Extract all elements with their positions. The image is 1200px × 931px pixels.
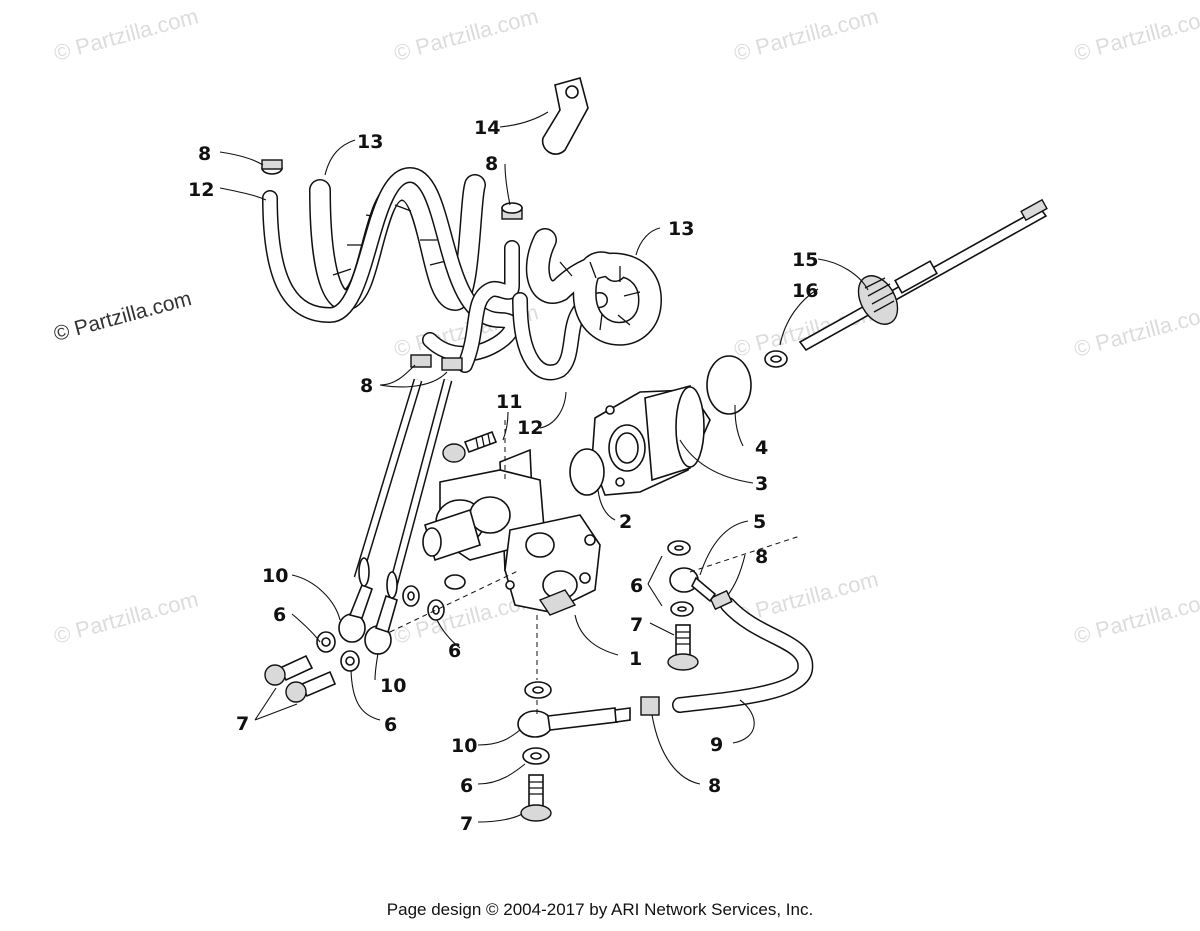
bolt-7[interactable]	[285, 670, 337, 703]
callout-9: 9	[710, 734, 723, 756]
hose-13-right[interactable]	[525, 228, 663, 346]
washer-6[interactable]	[427, 599, 445, 621]
callout-13: 13	[357, 131, 383, 153]
washer-6[interactable]	[402, 585, 420, 607]
callout-11: 11	[496, 391, 522, 413]
callout-13: 13	[668, 218, 694, 240]
housing-3[interactable]	[591, 384, 711, 496]
callout-1: 1	[629, 648, 642, 670]
assembly-line	[389, 420, 801, 715]
leader-lines	[219, 111, 869, 823]
drive-shaft-15[interactable]	[798, 198, 1048, 352]
clamp-8-top-mid[interactable]	[501, 202, 523, 220]
callout-8: 8	[198, 143, 211, 165]
callout-5: 5	[753, 511, 766, 533]
bracket-14[interactable]	[541, 77, 589, 155]
bolt-7[interactable]	[667, 624, 699, 671]
callout-4: 4	[755, 437, 768, 459]
clamp-8-mid-left[interactable]	[410, 354, 463, 371]
clamp-8-bottom[interactable]	[640, 696, 660, 716]
callout-8: 8	[708, 775, 721, 797]
o-ring-4[interactable]	[706, 355, 752, 415]
clamp-8-right[interactable]	[709, 589, 733, 611]
callout-6: 6	[273, 604, 286, 626]
callout-8: 8	[360, 375, 373, 397]
callout-12: 12	[517, 417, 543, 439]
callout-7: 7	[236, 713, 249, 735]
callout-2: 2	[619, 511, 632, 533]
banjo-fitting-10-right[interactable]	[364, 571, 398, 655]
callout-6: 6	[460, 775, 473, 797]
banjo-fitting-10-left[interactable]	[338, 557, 374, 643]
washer-16[interactable]	[764, 350, 788, 368]
bolt-7[interactable]	[264, 654, 314, 686]
washer-6[interactable]	[667, 540, 691, 556]
washer-6[interactable]	[670, 601, 694, 617]
callout-6: 6	[384, 714, 397, 736]
clamp-8-top-left[interactable]	[261, 159, 283, 175]
washer-6[interactable]	[340, 650, 360, 672]
callout-10: 10	[380, 675, 406, 697]
callout-7: 7	[460, 813, 473, 835]
callout-10: 10	[262, 565, 288, 587]
callout-6: 6	[448, 640, 461, 662]
callout-14: 14	[474, 117, 500, 139]
washer-6[interactable]	[522, 747, 550, 765]
hose-9[interactable]	[672, 597, 814, 713]
callout-16: 16	[792, 280, 818, 302]
callout-8: 8	[485, 153, 498, 175]
banjo-fitting-5[interactable]	[669, 567, 717, 603]
callout-12: 12	[188, 179, 214, 201]
bolt-7[interactable]	[520, 774, 552, 822]
oil-pump-1[interactable]	[422, 448, 601, 616]
callout-15: 15	[792, 249, 818, 271]
callout-6: 6	[630, 575, 643, 597]
callout-10: 10	[451, 735, 477, 757]
washer-6[interactable]	[524, 681, 552, 699]
callout-8: 8	[755, 546, 768, 568]
banjo-fitting-10-bottom[interactable]	[517, 707, 631, 738]
callout-3: 3	[755, 473, 768, 495]
hose-12-left[interactable]	[262, 166, 520, 362]
callout-7: 7	[630, 614, 643, 636]
bolt-11[interactable]	[442, 430, 498, 463]
o-ring-2[interactable]	[569, 448, 605, 496]
footer-copyright: Page design © 2004-2017 by ARI Network S…	[386, 900, 814, 919]
washer-6[interactable]	[316, 631, 336, 653]
